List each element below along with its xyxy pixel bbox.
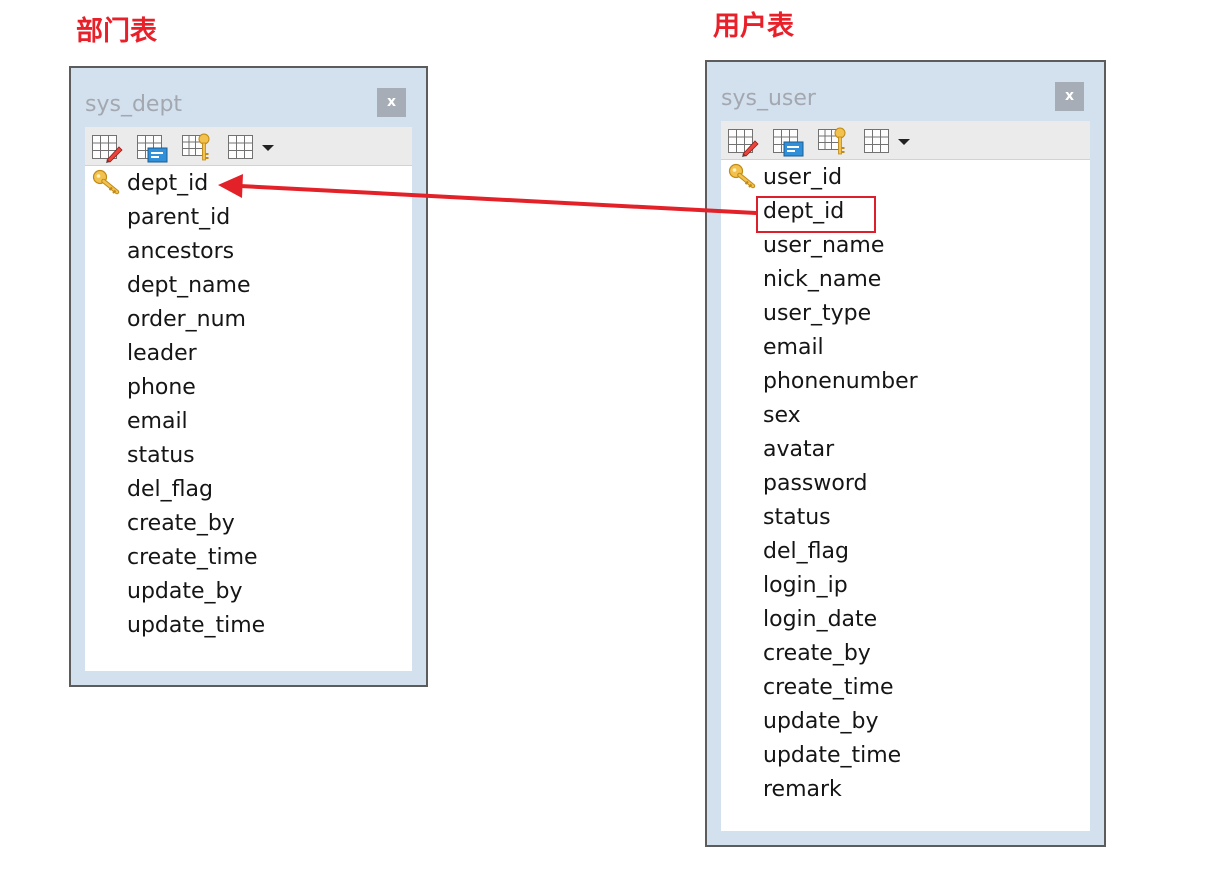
dept-field[interactable]: phone (127, 375, 196, 400)
user-field[interactable]: login_ip (763, 573, 848, 598)
table-view-dropdown-icon[interactable] (226, 131, 280, 163)
close-icon[interactable]: x (1055, 82, 1084, 111)
dept-field-list: dept_id parent_id ancestors dept_name or… (85, 166, 412, 671)
user-field[interactable]: update_by (763, 709, 879, 734)
dept-table-window[interactable]: sys_dept x (69, 66, 428, 687)
user-field[interactable]: avatar (763, 437, 835, 462)
user-field[interactable]: update_time (763, 743, 902, 768)
user-field[interactable]: nick_name (763, 267, 882, 292)
dept-field[interactable]: parent_id (127, 205, 231, 230)
dept-field[interactable]: update_time (127, 613, 266, 638)
dept-field[interactable]: create_by (127, 511, 235, 536)
user-field[interactable]: create_time (763, 675, 894, 700)
table-view-dropdown-icon[interactable] (862, 125, 916, 157)
dept-field[interactable]: leader (127, 341, 197, 366)
user-field[interactable]: create_by (763, 641, 871, 666)
close-icon[interactable]: x (377, 88, 406, 117)
dept-field[interactable]: del_flag (127, 477, 213, 502)
user-table-header[interactable]: sys_user x (707, 62, 1104, 121)
dept-table-caption: 部门表 (76, 16, 157, 47)
dept-field[interactable]: order_num (127, 307, 246, 332)
dept-field[interactable]: create_time (127, 545, 258, 570)
user-field[interactable]: status (763, 505, 831, 530)
dept-table-header[interactable]: sys_dept x (71, 68, 426, 127)
user-field[interactable]: remark (763, 777, 842, 802)
dept-field[interactable]: status (127, 443, 195, 468)
dept-field[interactable]: dept_id (127, 171, 209, 196)
user-field-list: user_id dept_id user_name nick_name user… (721, 160, 1090, 831)
user-field[interactable]: del_flag (763, 539, 849, 564)
design-table-icon[interactable] (726, 125, 759, 157)
user-table-toolbar (721, 121, 1090, 160)
user-field[interactable]: dept_id (763, 199, 845, 224)
user-field[interactable]: login_date (763, 607, 878, 632)
key-index-icon[interactable] (816, 125, 849, 157)
dept-table-title: sys_dept (85, 92, 183, 117)
user-field[interactable]: phonenumber (763, 369, 918, 394)
dept-table-toolbar (85, 127, 412, 166)
dept-field[interactable]: email (127, 409, 188, 434)
user-field[interactable]: password (763, 471, 868, 496)
form-view-icon[interactable] (135, 131, 168, 163)
design-table-icon[interactable] (90, 131, 123, 163)
user-table-window[interactable]: sys_user x (705, 60, 1106, 847)
user-table-title: sys_user (721, 86, 816, 111)
key-index-icon[interactable] (180, 131, 213, 163)
user-field[interactable]: user_id (763, 165, 843, 190)
dept-field[interactable]: dept_name (127, 273, 251, 298)
user-table-caption: 用户表 (713, 11, 794, 42)
user-field[interactable]: email (763, 335, 824, 360)
user-field[interactable]: user_name (763, 233, 885, 258)
dept-field[interactable]: update_by (127, 579, 243, 604)
user-field[interactable]: sex (763, 403, 801, 428)
dept-field[interactable]: ancestors (127, 239, 235, 264)
form-view-icon[interactable] (771, 125, 804, 157)
user-field[interactable]: user_type (763, 301, 872, 326)
